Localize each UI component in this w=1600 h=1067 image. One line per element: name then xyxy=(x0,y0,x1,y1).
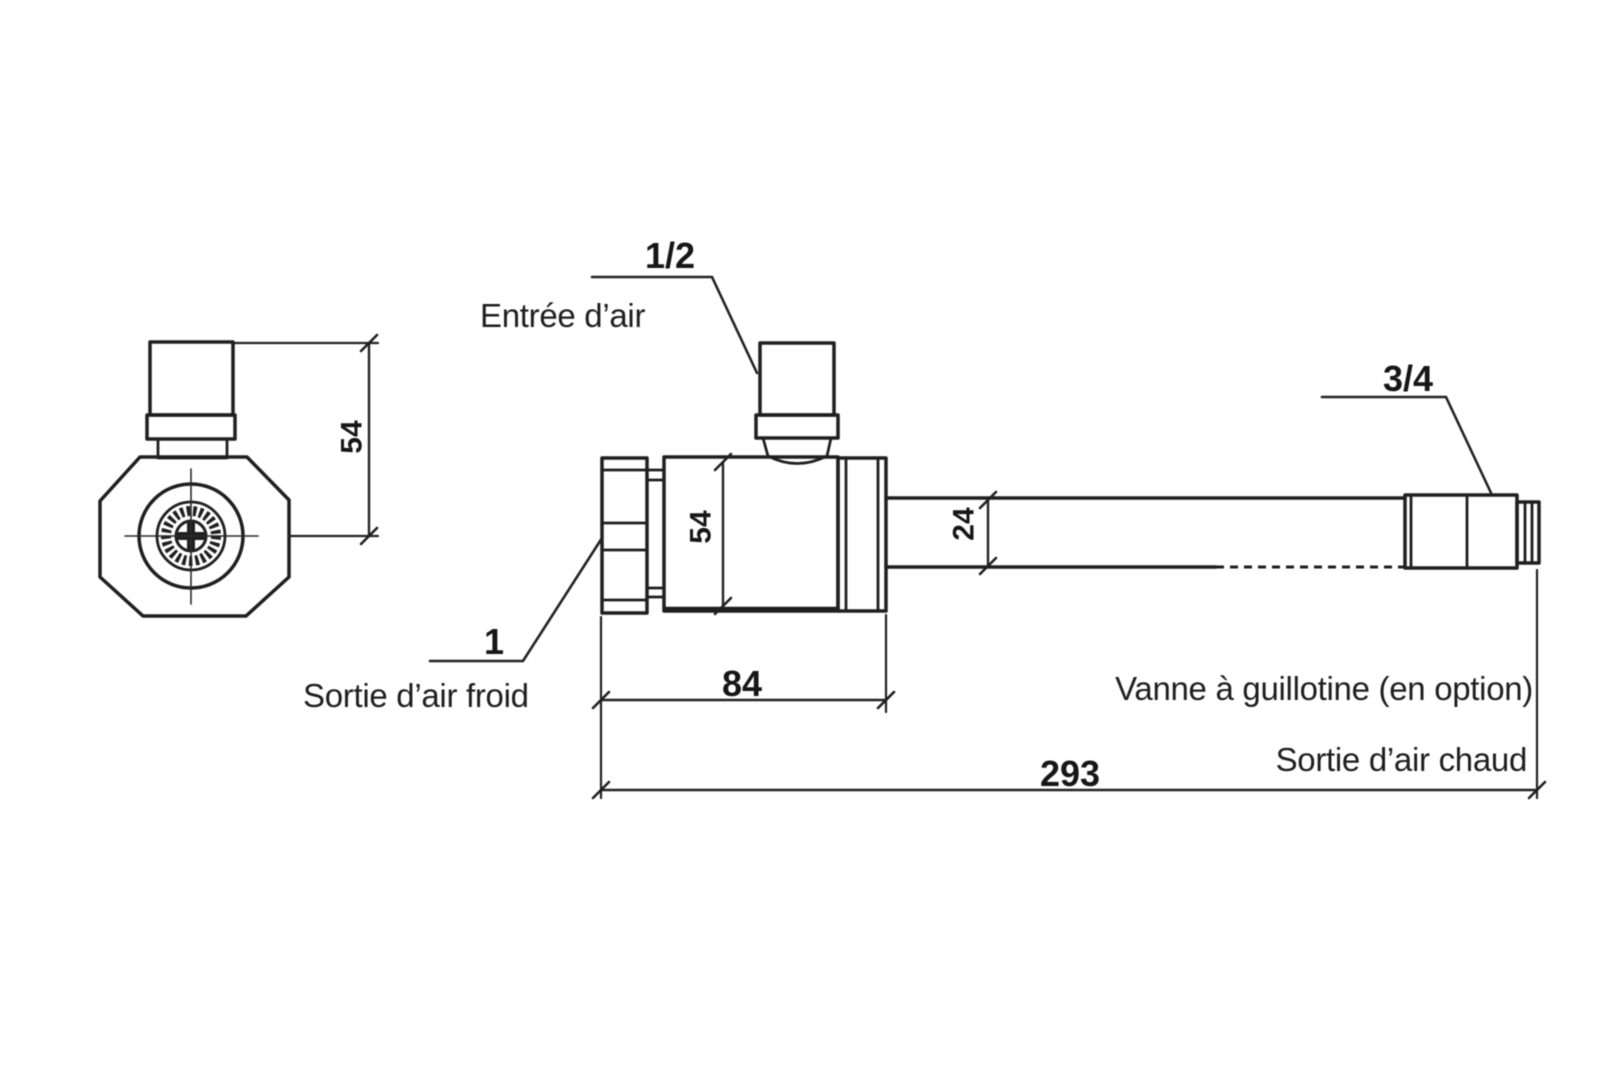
label-hot-air-outlet: Sortie d’air chaud xyxy=(1276,741,1527,778)
outlet-fitting-block xyxy=(1403,493,1519,570)
main-view xyxy=(600,341,1541,615)
side-inlet-neck xyxy=(156,437,229,460)
label-guillotine-valve: Vanne à guillotine (en option) xyxy=(1115,670,1533,707)
label-air-inlet: Entrée d’air xyxy=(480,297,645,334)
cold-outlet-leader-line xyxy=(428,536,604,663)
dimension-tick xyxy=(359,526,379,546)
dimension-value-body-length: 84 xyxy=(722,663,762,704)
inlet-thread-leader-line xyxy=(590,275,759,375)
body-end-cap xyxy=(836,456,888,613)
inlet-stem xyxy=(758,341,836,417)
side-view xyxy=(98,340,291,618)
dimension-overall-length: 293 xyxy=(591,568,1547,800)
dimension-body-diameter: 54 xyxy=(685,452,733,616)
dimension-tick xyxy=(713,596,733,616)
dimension-tick xyxy=(591,690,611,710)
cold-outlet-thread-size: 1 xyxy=(484,621,504,662)
knob-octagon-body xyxy=(98,455,291,618)
inlet-stem-neck xyxy=(761,436,833,465)
callout-hot-outlet-thread: 3/4 xyxy=(1320,358,1494,497)
dimension-value-body-diameter: 54 xyxy=(685,510,718,544)
inlet-stem-collar xyxy=(754,413,840,440)
callout-cold-outlet-thread: 1 xyxy=(428,536,604,663)
callout-inlet-thread: 1/2 xyxy=(590,235,759,375)
label-cold-air-outlet: Sortie d’air froid xyxy=(303,677,529,714)
dimension-value-overall-length: 293 xyxy=(1040,753,1100,794)
dimension-tick xyxy=(876,690,896,710)
dimension-tick xyxy=(713,452,733,472)
dimension-body-length: 84 xyxy=(591,613,896,800)
dimension-value-knob-height: 54 xyxy=(336,420,369,454)
inlet-thread-size: 1/2 xyxy=(645,235,695,276)
dimension-knob-height: 54 xyxy=(231,333,380,546)
dimension-tick xyxy=(359,333,379,353)
side-inlet-stem xyxy=(148,340,235,417)
side-inlet-collar xyxy=(145,413,237,441)
nut-collar xyxy=(645,468,666,599)
dimension-value-tube-diameter: 24 xyxy=(948,507,981,541)
dimension-tube-diameter: 24 xyxy=(948,490,998,576)
dimension-tick xyxy=(978,490,998,510)
dimension-tick xyxy=(978,556,998,576)
dimension-tick xyxy=(1527,780,1547,800)
outlet-nipple xyxy=(1515,500,1541,565)
dimension-tick xyxy=(591,780,611,800)
hot-outlet-leader-line xyxy=(1320,395,1494,497)
cold-outlet-hex-nut xyxy=(600,456,649,615)
hot-outlet-thread-size: 3/4 xyxy=(1383,358,1433,399)
